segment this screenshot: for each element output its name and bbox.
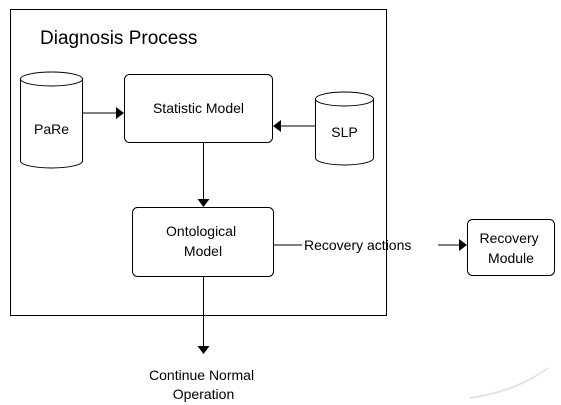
arrowhead-ontological-to-recovery [459,239,467,251]
arrowhead-statistic-to-ontological [197,199,210,207]
edge-statistic-to-ontological [197,143,210,207]
recovery-module-label: Recovery Module [479,230,542,266]
ontological-model-label-line-1: Ontological [166,223,236,239]
ontological-model-label-line-2: Model [184,243,222,259]
recovery-module-label-line-1: Recovery [479,230,538,246]
ontological-model-box [132,207,274,277]
diagnosis-process-title: Diagnosis Process [40,28,197,49]
edge-slp-to-statistic-model [273,120,316,132]
statistic-model-box [124,74,273,143]
pare-cylinder-top [20,71,83,87]
recovery-module-node: Recovery Module [467,219,555,276]
recovery-module-box [467,219,555,276]
arrowhead-ontological-to-continue [197,346,210,354]
slp-label: SLP [331,124,357,140]
pare-cylinder-body [20,79,83,169]
recovery-actions-label: Recovery actions [304,237,411,253]
edge-pare-to-statistic-model [82,107,124,119]
continue-normal-operation-line-1: Continue Normal [149,367,254,383]
arrowhead-pare-to-statistic-model [116,107,124,119]
slp-cylinder-top [315,91,374,107]
continue-normal-operation-line-2: Operation [173,386,234,402]
continue-normal-operation-label: Continue Normal Operation [149,367,258,402]
edge-ontological-to-continue [197,277,210,354]
slp-database: SLP [315,91,374,166]
statistic-model-label: Statistic Model [153,100,244,116]
ontological-model-node: Ontological Model [132,207,274,277]
pare-label: PaRe [34,121,69,137]
arrowhead-slp-to-statistic-model [273,120,281,132]
statistic-model-node: Statistic Model [124,74,273,143]
slp-cylinder-body [315,99,374,166]
recovery-module-label-line-2: Module [488,250,534,266]
ontological-model-label: Ontological Model [166,223,240,259]
edge-ontological-to-recovery: Recovery actions [273,237,467,253]
watermark-swoosh [469,367,549,399]
pare-database: PaRe [20,71,83,169]
